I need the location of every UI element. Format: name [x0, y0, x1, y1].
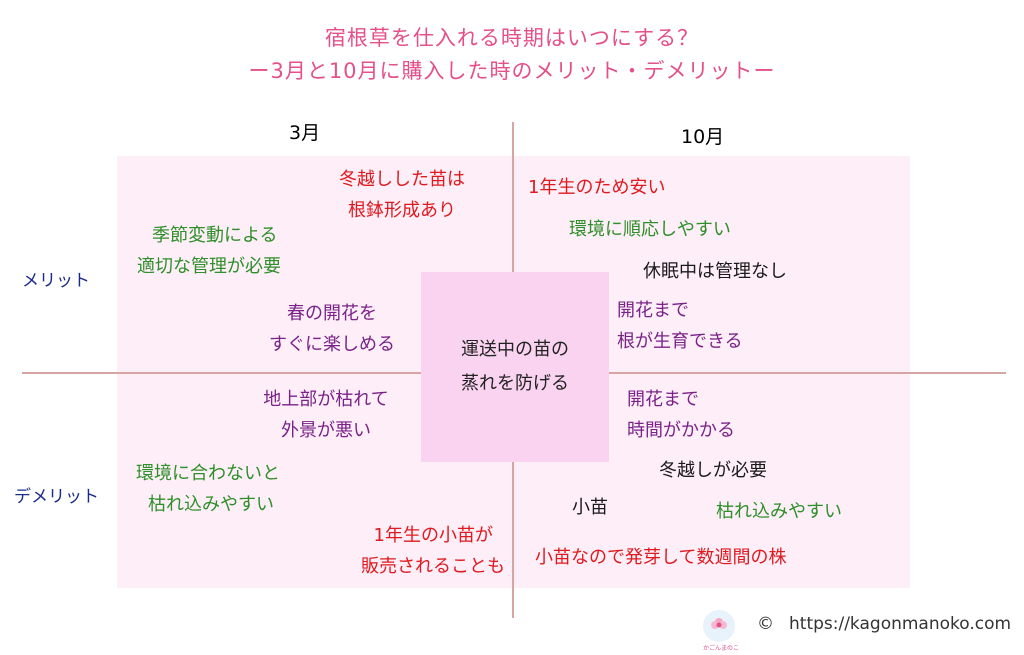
text-line: 環境に合わないと: [136, 463, 280, 484]
text-line: 1年生の小苗が: [373, 525, 493, 546]
copyright-symbol: ©: [757, 614, 774, 634]
column-header-march: 3月: [289, 122, 321, 144]
october-merit-dormant: 休眠中は管理なし: [643, 261, 787, 282]
text-line: すぐに楽しめる: [269, 334, 395, 355]
text-line: 外景が悪い: [281, 420, 371, 441]
flower-icon: [711, 618, 727, 629]
march-demerit-withered: 地上部が枯れて 外景が悪い: [236, 384, 416, 446]
march-demerit-annual-sold: 1年生の小苗が 販売されることも: [300, 520, 505, 582]
site-logo: [703, 610, 735, 642]
center-line-1: 運送中の苗の: [461, 339, 569, 360]
october-demerit-time: 開花まで 時間がかかる: [627, 384, 735, 446]
text-line: 春の開花を: [287, 303, 377, 324]
row-label-merit: メリット: [22, 271, 90, 291]
march-merit-overwintered: 冬越しした苗は 根鉢形成あり: [312, 164, 492, 226]
text-line: 開花まで: [627, 389, 699, 410]
text-line: 開花まで: [617, 300, 689, 321]
column-header-october: 10月: [681, 126, 725, 148]
october-merit-adapt: 環境に順応しやすい: [569, 219, 731, 240]
text-line: 時間がかかる: [627, 420, 735, 441]
march-demerit-environment: 環境に合わないと 枯れ込みやすい: [136, 458, 280, 520]
text-line: 適切な管理が必要: [137, 256, 281, 277]
october-demerit-weeks: 小苗なので発芽して数週間の株: [535, 547, 787, 568]
logo-text: かごんまのこ: [703, 645, 740, 652]
text-line: 根が生育できる: [617, 331, 743, 352]
october-merit-cheap: 1年生のため安い: [528, 177, 666, 198]
october-merit-roots: 開花まで 根が生育できる: [617, 295, 743, 357]
title-line-1: 宿根草を仕入れる時期はいつにする？: [324, 26, 700, 50]
october-demerit-small: 小苗: [572, 497, 608, 518]
march-merit-seasonal: 季節変動による 適切な管理が必要: [137, 220, 281, 282]
text-line: 枯れ込みやすい: [148, 494, 274, 515]
center-box-shared-merit: 運送中の苗の 蒸れを防げる: [421, 272, 609, 462]
text-line: 冬越しした苗は: [339, 169, 465, 190]
text-line: 地上部が枯れて: [263, 389, 389, 410]
center-line-2: 蒸れを防げる: [461, 373, 569, 394]
row-label-demerit: デメリット: [14, 487, 99, 507]
october-demerit-winter: 冬越しが必要: [659, 460, 767, 481]
title-line-2: ー3月と10月に購入した時のメリット・デメリットー: [248, 59, 776, 83]
text-line: 販売されることも: [361, 556, 505, 577]
october-demerit-wither: 枯れ込みやすい: [716, 501, 842, 522]
site-url[interactable]: https://kagonmanoko.com: [789, 614, 1012, 634]
text-line: 根鉢形成あり: [348, 200, 456, 221]
march-merit-spring-flowers: 春の開花を すぐに楽しめる: [244, 298, 420, 360]
text-line: 季節変動による: [152, 225, 278, 246]
